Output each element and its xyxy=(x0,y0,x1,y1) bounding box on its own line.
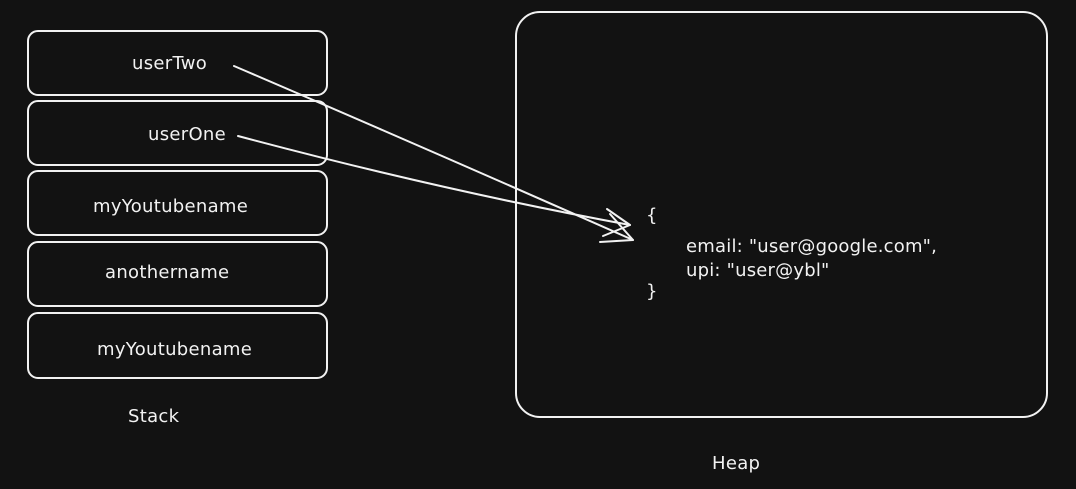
stack-box-myyoutubename-2 xyxy=(27,312,328,379)
stack-item-userone: userOne xyxy=(148,124,227,145)
heap-label: Heap xyxy=(712,453,761,474)
arrow-userone-to-object xyxy=(237,135,631,226)
stack-box-userone xyxy=(27,100,328,166)
object-line-upi: upi: "user@ybl" xyxy=(686,260,830,281)
arrowhead-userone xyxy=(602,208,631,237)
stack-item-usertwo: userTwo xyxy=(132,53,208,74)
heap-box xyxy=(515,11,1048,418)
stack-item-myyoutubename-2: myYoutubename xyxy=(97,339,253,360)
object-open-brace: { xyxy=(646,205,658,226)
stack-box-anothername xyxy=(27,241,328,307)
stack-item-anothername: anothername xyxy=(105,262,230,283)
stack-box-usertwo xyxy=(27,30,328,96)
stack-label: Stack xyxy=(128,406,180,427)
object-line-email: email: "user@google.com", xyxy=(686,236,938,257)
stack-item-myyoutubename-1: myYoutubename xyxy=(93,196,249,217)
stack-box-myyoutubename-1 xyxy=(27,170,328,236)
object-close-brace: } xyxy=(646,281,658,302)
